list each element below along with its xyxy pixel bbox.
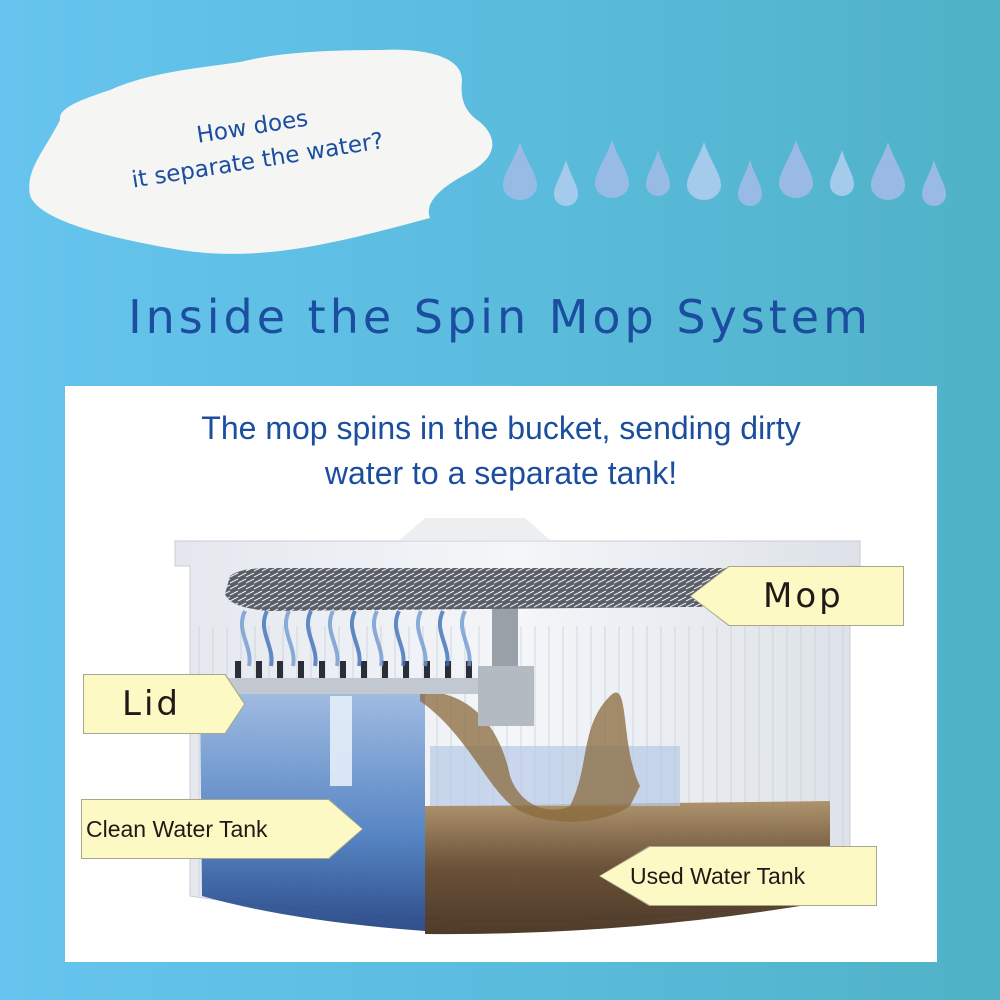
water-drop-icon bbox=[554, 160, 578, 206]
strainer-tooth bbox=[403, 661, 409, 678]
strainer-tooth bbox=[319, 661, 325, 678]
water-drops bbox=[503, 140, 946, 206]
caption-line1: The mop spins in the bucket, sending dir… bbox=[201, 410, 801, 446]
strainer-tooth bbox=[361, 661, 367, 678]
riser-pipe bbox=[330, 696, 352, 786]
speech-bubble-shape bbox=[29, 49, 493, 254]
panel-caption: The mop spins in the bucket, sending dir… bbox=[65, 406, 937, 496]
mop-pad bbox=[225, 568, 800, 611]
spray-streak bbox=[239, 610, 252, 667]
water-drop-icon bbox=[503, 142, 537, 200]
strainer-lid bbox=[225, 678, 495, 694]
clean-tank-label: Clean Water Tank bbox=[86, 815, 268, 842]
strainer-tooth bbox=[340, 661, 346, 678]
spray-streak bbox=[283, 610, 296, 667]
lid-label: Lid bbox=[122, 684, 181, 724]
water-drop-icon bbox=[687, 142, 721, 200]
strainer-tooth bbox=[277, 661, 283, 678]
strainer-tooth bbox=[256, 661, 262, 678]
spray-streak bbox=[415, 610, 428, 667]
middle-water bbox=[430, 746, 680, 806]
strainer-teeth bbox=[235, 661, 472, 678]
water-drop-icon bbox=[871, 142, 905, 200]
mop-callout: Mop bbox=[691, 567, 903, 625]
spray-streak bbox=[327, 610, 340, 667]
water-drop-icon bbox=[738, 160, 762, 206]
spray-streak bbox=[459, 610, 472, 667]
used-tank-label: Used Water Tank bbox=[630, 862, 806, 889]
dirty-water-flow bbox=[420, 691, 640, 822]
water-drop-icon bbox=[922, 160, 946, 206]
caption-line2: water to a separate tank! bbox=[324, 455, 678, 491]
strainer-tooth bbox=[445, 661, 451, 678]
used-tank-callout: Used Water Tank bbox=[600, 847, 876, 905]
strainer-tooth bbox=[466, 661, 472, 678]
shaft-collar bbox=[478, 666, 534, 726]
water-drop-icon bbox=[646, 150, 670, 196]
spray-streak bbox=[393, 610, 406, 667]
strainer-tooth bbox=[298, 661, 304, 678]
center-shaft bbox=[492, 606, 518, 676]
water-drop-icon bbox=[779, 140, 813, 198]
spray-streak bbox=[305, 610, 318, 667]
mop-label: Mop bbox=[763, 576, 844, 616]
water-drop-icon bbox=[595, 140, 629, 198]
spray-streak bbox=[261, 610, 274, 667]
water-spray bbox=[239, 610, 472, 667]
clean-tank-callout: Clean Water Tank bbox=[82, 800, 362, 858]
strainer-tooth bbox=[424, 661, 430, 678]
spray-streak bbox=[349, 610, 362, 667]
handle-cap bbox=[400, 518, 550, 540]
strainer-tooth bbox=[382, 661, 388, 678]
water-drop-icon bbox=[830, 150, 854, 196]
spray-streak bbox=[437, 610, 450, 667]
spray-streak bbox=[371, 610, 384, 667]
speech-bubble bbox=[29, 49, 493, 254]
strainer-tooth bbox=[235, 661, 241, 678]
diagram-panel: The mop spins in the bucket, sending dir… bbox=[65, 386, 937, 962]
page-title: Inside the Spin Mop System bbox=[128, 290, 872, 344]
lid-callout: Lid bbox=[84, 675, 244, 733]
